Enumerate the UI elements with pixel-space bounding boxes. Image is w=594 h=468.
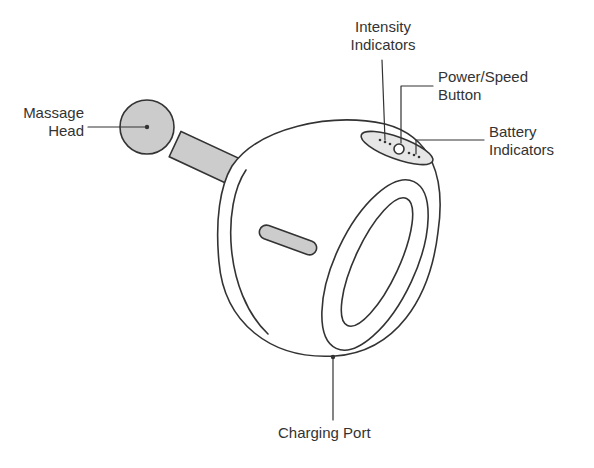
top-cap [358, 125, 437, 172]
leader-line [88, 126, 147, 127]
part-label: Charging Port [278, 424, 398, 442]
leader-line [416, 140, 484, 154]
handle-outer [300, 165, 450, 366]
handle-grip [327, 189, 426, 334]
leader-line [382, 60, 385, 140]
part-label: Battery Indicators [489, 123, 574, 159]
body-ridge [231, 170, 268, 334]
leader-line [401, 86, 433, 143]
part-label: Power/Speed Button [438, 68, 538, 104]
part-label: Intensity Indicators [343, 18, 423, 54]
power-button [394, 144, 404, 154]
vent-slot [257, 223, 318, 257]
leader-line [332, 357, 333, 420]
part-label: Massage Head [8, 104, 84, 140]
